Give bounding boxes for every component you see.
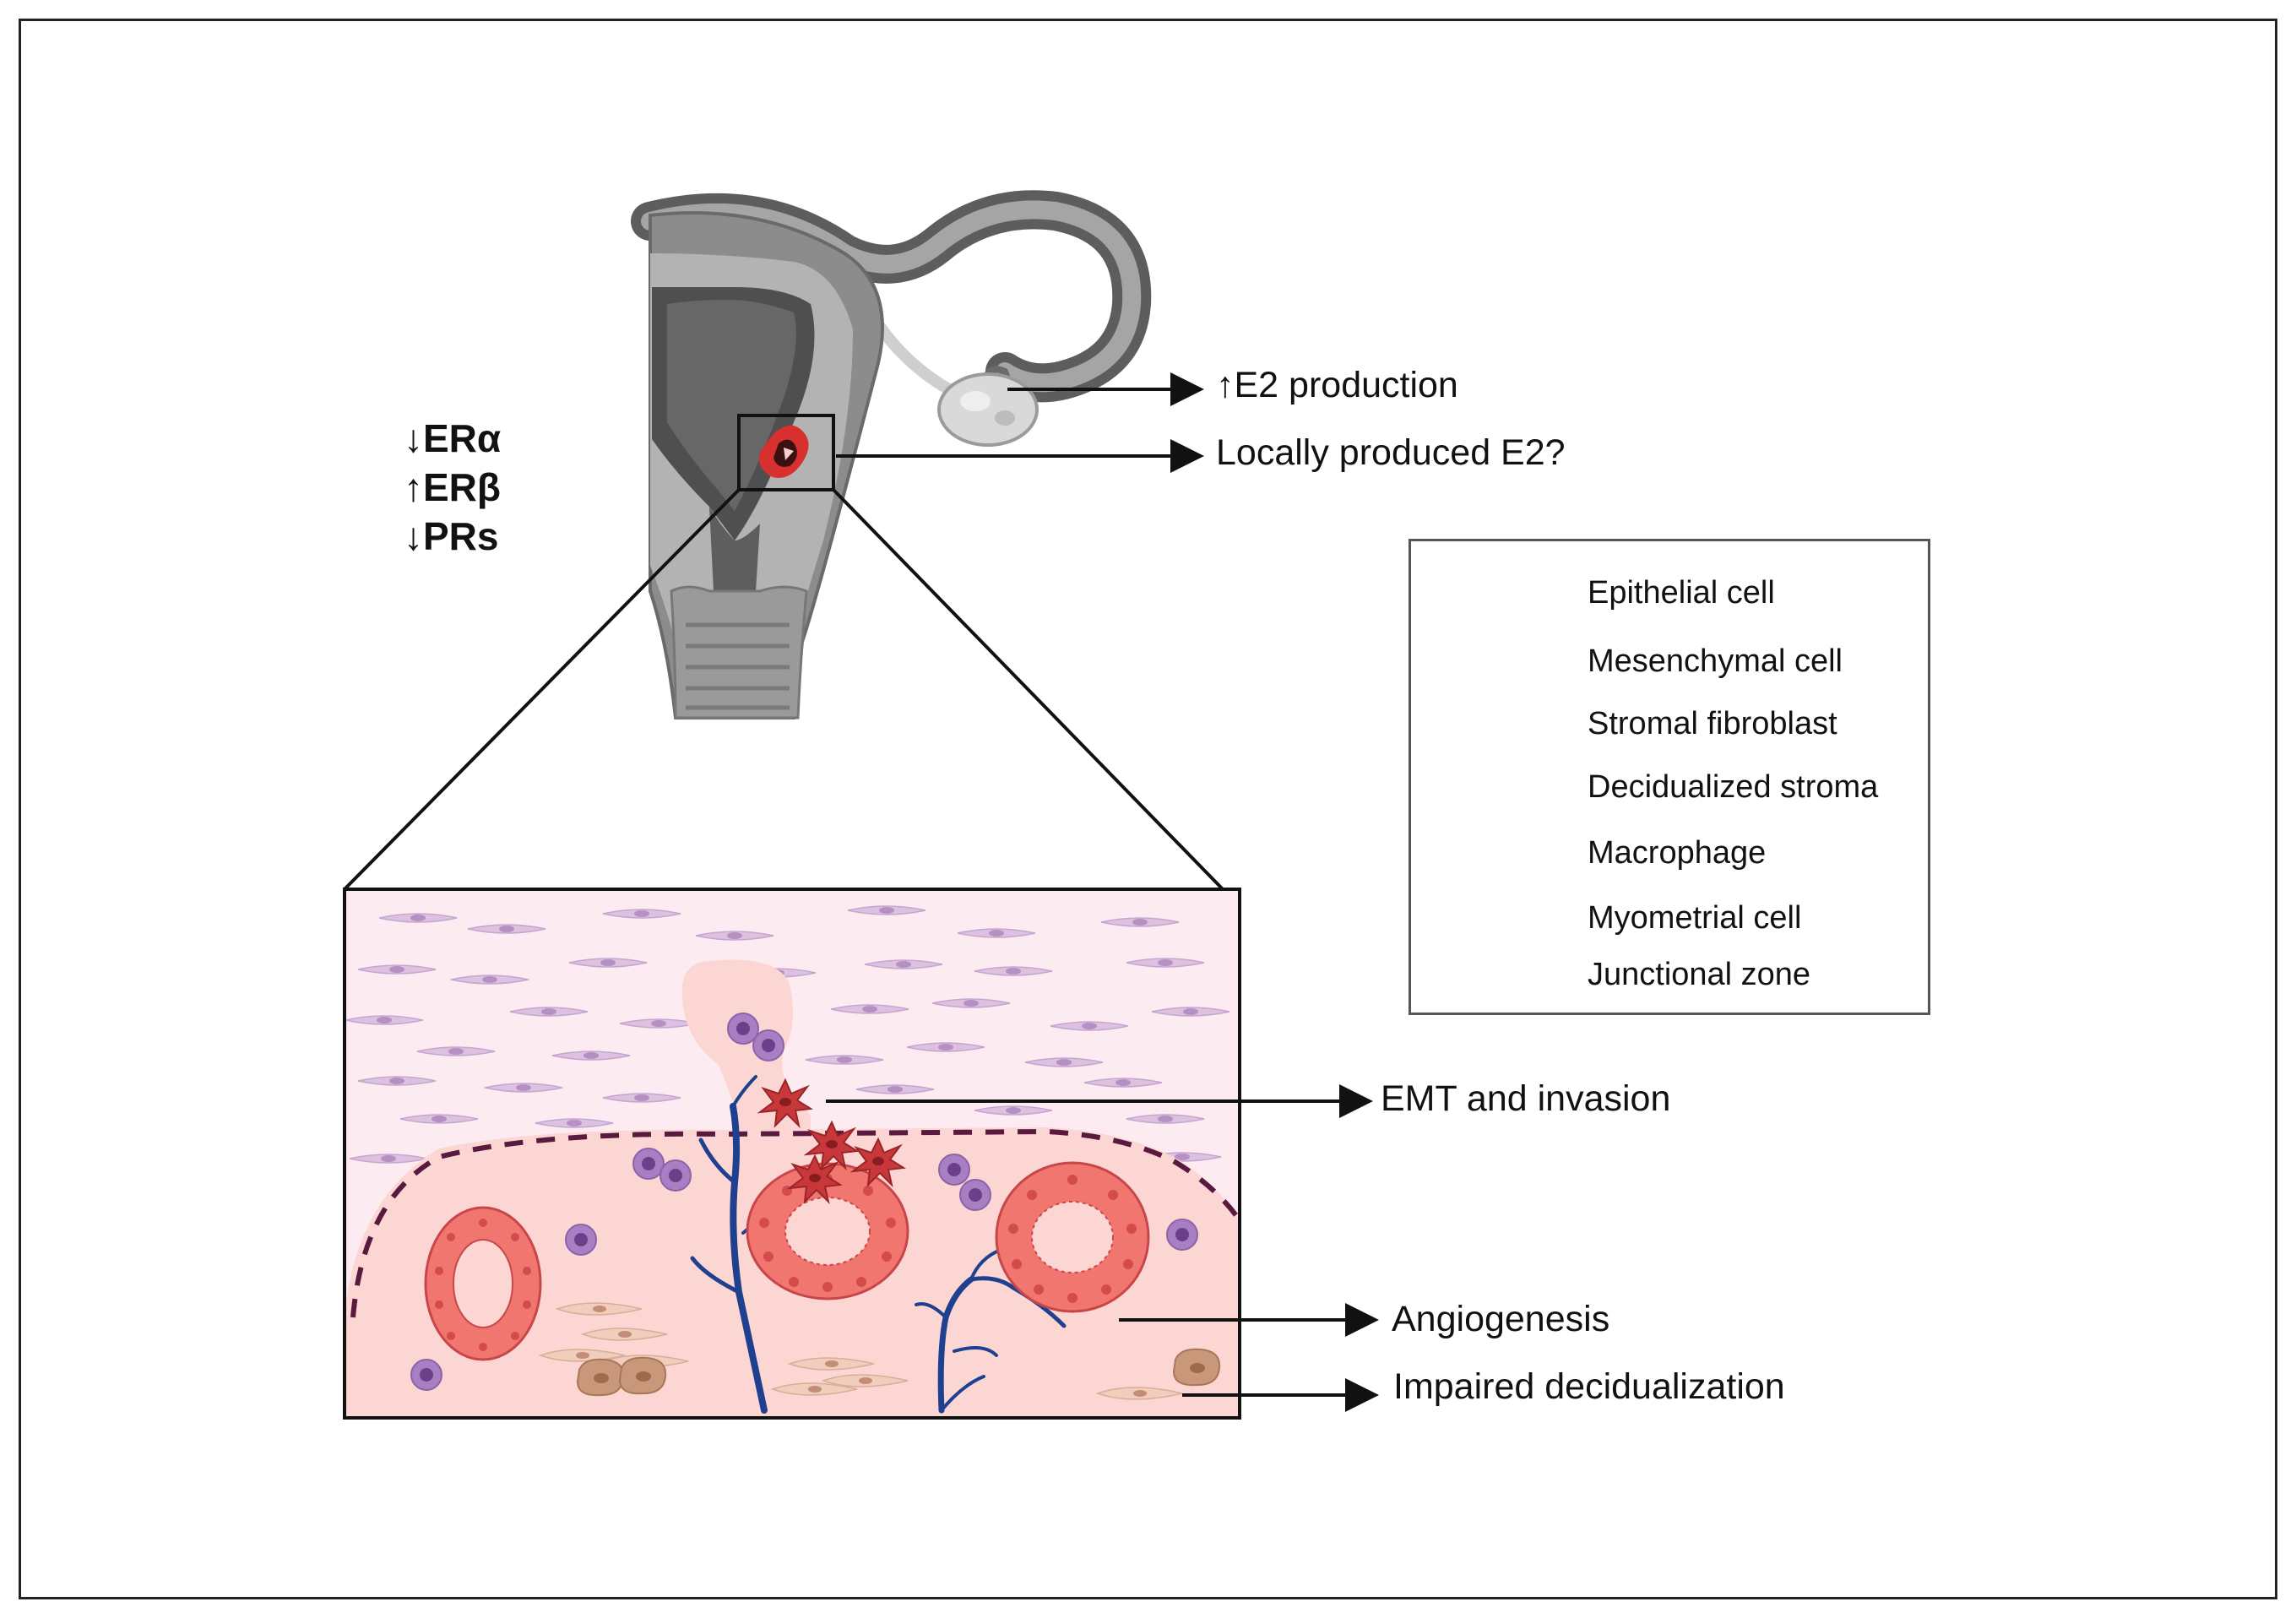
- adenomyosis-lesion: [759, 425, 809, 478]
- local-e2-label: Locally produced E2?: [1216, 432, 1566, 473]
- hormone-erb: ↑ERβ: [404, 465, 501, 509]
- legend-label-stromal: Stromal fibroblast: [1588, 706, 1837, 741]
- legend-label-decidualized: Decidualized stroma: [1588, 769, 1879, 805]
- hormone-markers: ↓ERα ↑ERβ ↓PRs: [404, 414, 501, 561]
- junctional-zone-line: [350, 1128, 1240, 1318]
- emt-label: EMT and invasion: [1381, 1078, 1671, 1119]
- zoom-highlight-box: [737, 414, 835, 491]
- legend-label-myometrial: Myometrial cell: [1588, 900, 1802, 936]
- legend-label-epithelial: Epithelial cell: [1588, 575, 1775, 611]
- uterus-illustration: [631, 190, 1152, 719]
- hormone-prs: ↓PRs: [404, 514, 499, 558]
- legend-box: [1409, 539, 1930, 1015]
- figure-frame: [19, 19, 2277, 1599]
- zoom-line-right: [832, 488, 1224, 891]
- zoom-line-left: [343, 488, 741, 891]
- decidualization-label: Impaired decidualization: [1393, 1366, 1785, 1407]
- angiogenesis-label: Angiogenesis: [1392, 1299, 1610, 1339]
- legend-label-macrophage: Macrophage: [1588, 835, 1767, 871]
- legend-label-mesenchymal: Mesenchymal cell: [1588, 643, 1843, 679]
- tissue-panel-border: [343, 888, 1241, 1420]
- hormone-era: ↓ERα: [404, 416, 502, 460]
- tissue-panel: [345, 889, 1240, 1418]
- e2-production-label: ↑E2 production: [1216, 365, 1458, 405]
- legend-label-junctional: Junctional zone: [1588, 957, 1811, 992]
- endometrial-glands: [424, 1161, 1150, 1361]
